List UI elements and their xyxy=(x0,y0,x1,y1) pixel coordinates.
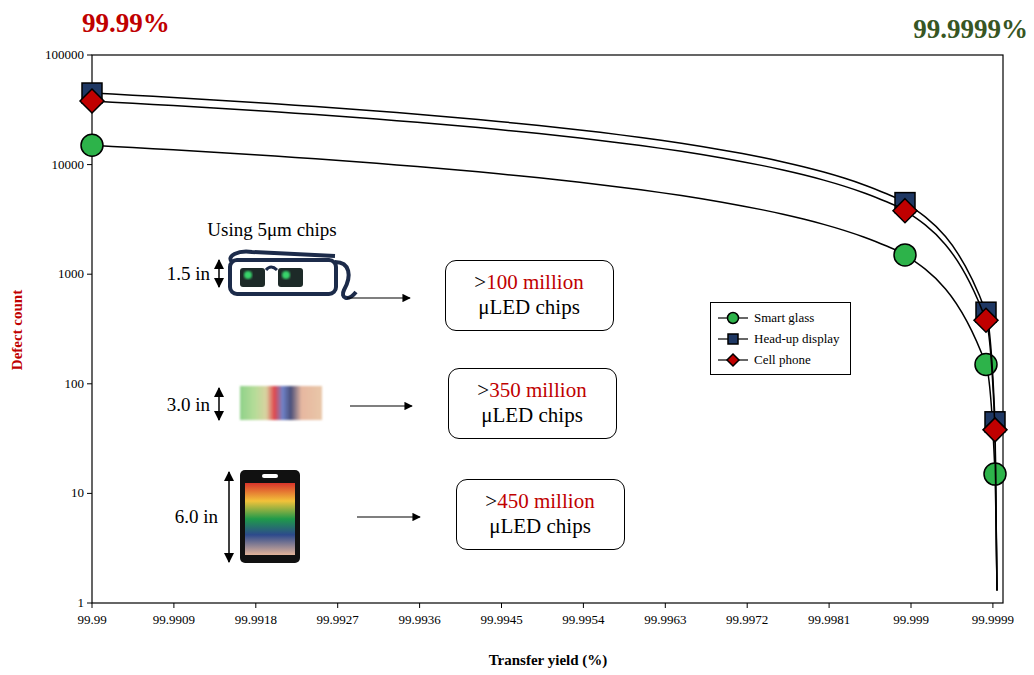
box-line: μLED chips xyxy=(464,295,595,320)
chip-count: 450 million xyxy=(497,489,594,513)
y-tick-label: 1000 xyxy=(58,267,84,282)
pointer-arrow xyxy=(347,297,410,298)
size-arrow xyxy=(218,260,220,287)
yield-marker-label: 99.99% xyxy=(82,8,170,39)
box-text: > xyxy=(474,270,486,294)
x-tick-label: 99.9918 xyxy=(235,613,277,628)
chip-count-box: >450 millionμLED chips xyxy=(456,479,625,550)
x-tick xyxy=(173,603,174,608)
x-tick xyxy=(665,603,666,608)
x-tick-label: 99.9927 xyxy=(317,613,359,628)
hud-bar-icon xyxy=(240,386,322,420)
legend-entry: Head-up display xyxy=(717,328,840,349)
x-tick xyxy=(501,603,502,608)
box-line: μLED chips xyxy=(475,514,606,539)
x-tick-label: 99.9963 xyxy=(644,613,686,628)
x-tick xyxy=(911,603,912,608)
legend-entry: Smart glass xyxy=(717,307,840,328)
y-tick xyxy=(87,164,92,165)
y-tick-label: 10 xyxy=(71,486,84,501)
chip-count: 350 million xyxy=(489,378,586,402)
size-label: 3.0 in xyxy=(167,394,210,416)
chip-count-box: >350 millionμLED chips xyxy=(448,368,617,439)
axis-title: Defect count xyxy=(9,290,26,370)
box-text: > xyxy=(485,489,497,513)
note-label: Using 5μm chips xyxy=(207,219,336,241)
x-tick xyxy=(419,603,420,608)
box-line: >350 million xyxy=(467,378,598,403)
x-tick-label: 99.9945 xyxy=(480,613,522,628)
x-tick xyxy=(829,603,830,608)
box-text: > xyxy=(477,378,489,402)
x-tick-label: 99.999 xyxy=(893,613,929,628)
x-tick xyxy=(337,603,338,608)
x-tick-label: 99.99 xyxy=(77,613,106,628)
size-arrow xyxy=(228,472,230,562)
y-tick-label: 1 xyxy=(78,596,85,611)
x-tick xyxy=(92,603,93,608)
x-tick-label: 99.9972 xyxy=(726,613,768,628)
box-text: μLED chips xyxy=(478,295,580,319)
box-line: >450 million xyxy=(475,489,606,514)
y-tick-label: 100000 xyxy=(45,48,84,63)
legend-box: Smart glassHead-up displayCell phone xyxy=(710,302,851,375)
pointer-arrow xyxy=(350,405,412,406)
legend-text: Cell phone xyxy=(754,352,811,368)
box-text: μLED chips xyxy=(481,403,583,427)
legend-sample xyxy=(717,352,749,368)
pointer-arrow xyxy=(357,516,420,517)
series-line xyxy=(92,93,997,591)
y-tick xyxy=(87,274,92,275)
x-tick-label: 99.9999 xyxy=(972,613,1014,628)
size-label: 6.0 in xyxy=(175,506,218,528)
x-tick-label: 99.9909 xyxy=(153,613,195,628)
x-tick-label: 99.9981 xyxy=(808,613,850,628)
box-line: μLED chips xyxy=(467,403,598,428)
box-line: >100 million xyxy=(464,270,595,295)
size-label: 1.5 in xyxy=(167,263,210,285)
phone-icon xyxy=(240,470,300,563)
box-text: μLED chips xyxy=(489,514,591,538)
legend-text: Head-up display xyxy=(754,331,840,347)
chip-count: 100 million xyxy=(486,270,583,294)
y-tick xyxy=(87,383,92,384)
legend-text: Smart glass xyxy=(754,310,814,326)
legend-sample xyxy=(717,310,749,326)
x-tick-label: 99.9936 xyxy=(398,613,440,628)
plot-frame xyxy=(92,55,1003,603)
axis-title: Transfer yield (%) xyxy=(489,652,608,669)
series-line xyxy=(92,101,997,590)
series-markers xyxy=(82,83,1005,432)
legend-entry: Cell phone xyxy=(717,349,840,370)
yield-marker-label: 99.9999% xyxy=(913,14,1028,45)
x-tick xyxy=(583,603,584,608)
y-tick xyxy=(87,55,92,56)
x-tick xyxy=(747,603,748,608)
series-markers xyxy=(81,134,1006,485)
y-tick-label: 100 xyxy=(65,376,85,391)
x-tick-label: 99.9954 xyxy=(562,613,604,628)
y-tick xyxy=(87,603,92,604)
smart-glasses-icon xyxy=(230,252,356,298)
legend-sample xyxy=(717,331,749,347)
chip-count-box: >100 millionμLED chips xyxy=(445,260,614,331)
y-tick-label: 10000 xyxy=(52,157,85,172)
x-tick xyxy=(992,603,993,608)
size-arrow xyxy=(218,388,220,420)
series-markers xyxy=(80,89,1007,442)
x-tick xyxy=(255,603,256,608)
y-tick xyxy=(87,493,92,494)
series-line xyxy=(92,145,997,590)
